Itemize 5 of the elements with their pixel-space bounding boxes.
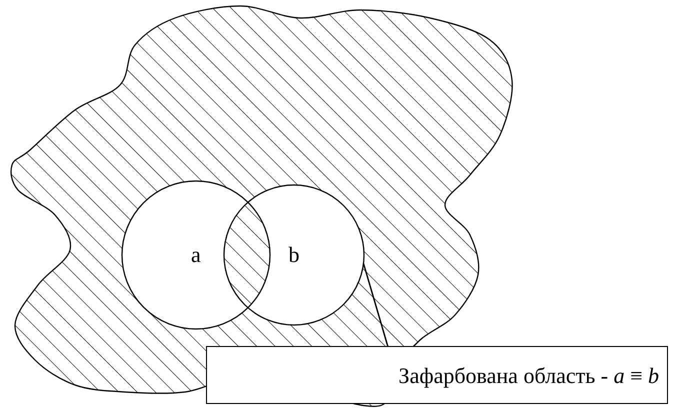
leader-line — [362, 263, 389, 348]
callout-box — [206, 346, 668, 404]
callout-text: Зафарбована область - a ≡ b — [398, 365, 659, 387]
set-label: a — [191, 244, 201, 266]
set-label: b — [288, 244, 300, 266]
